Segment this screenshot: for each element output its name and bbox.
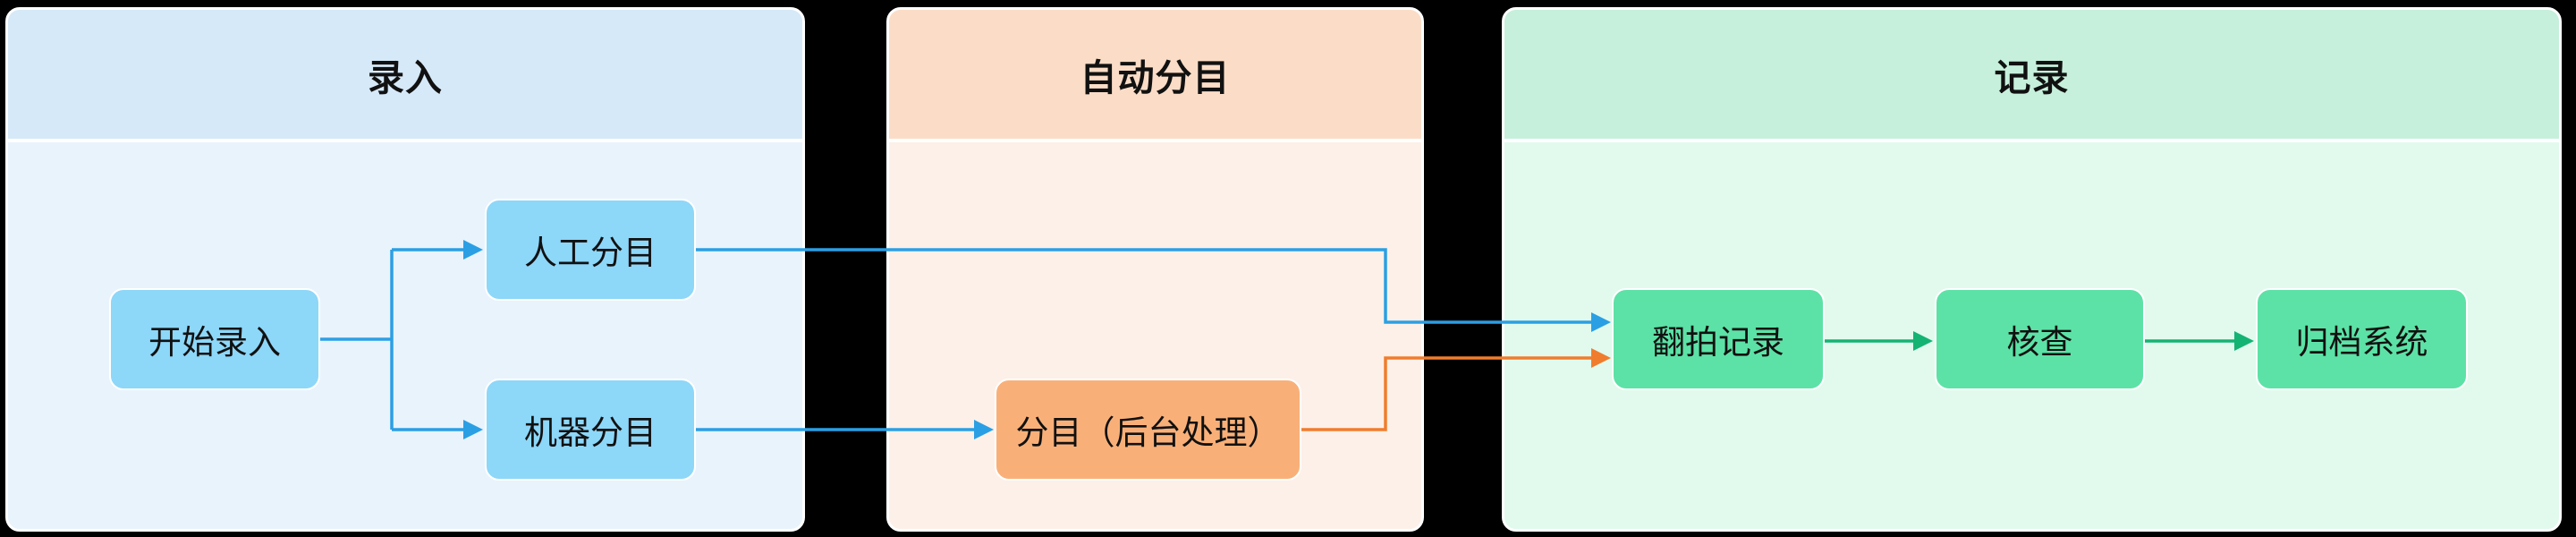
node-start-entry[interactable]: 开始录入 — [109, 288, 320, 390]
node-check[interactable]: 核查 — [1935, 288, 2145, 390]
lane-record-header: 记录 — [1504, 10, 2559, 142]
node-machine-catalog[interactable]: 机器分目 — [485, 379, 696, 481]
lane-auto-catalog-title: 自动分目 — [1080, 57, 1231, 98]
lane-record-title: 记录 — [1994, 57, 2070, 98]
node-archive-system[interactable]: 归档系统 — [2256, 288, 2468, 390]
node-manual-catalog[interactable]: 人工分目 — [485, 199, 696, 301]
node-catalog-backend[interactable]: 分目（后台处理） — [995, 379, 1301, 481]
lane-entry-title: 录入 — [368, 57, 443, 98]
lane-auto-catalog-header: 自动分目 — [889, 10, 1421, 142]
lane-entry-header: 录入 — [8, 10, 802, 142]
lane-record: 记录 — [1502, 7, 2562, 532]
node-rephoto-record[interactable]: 翻拍记录 — [1612, 288, 1825, 390]
